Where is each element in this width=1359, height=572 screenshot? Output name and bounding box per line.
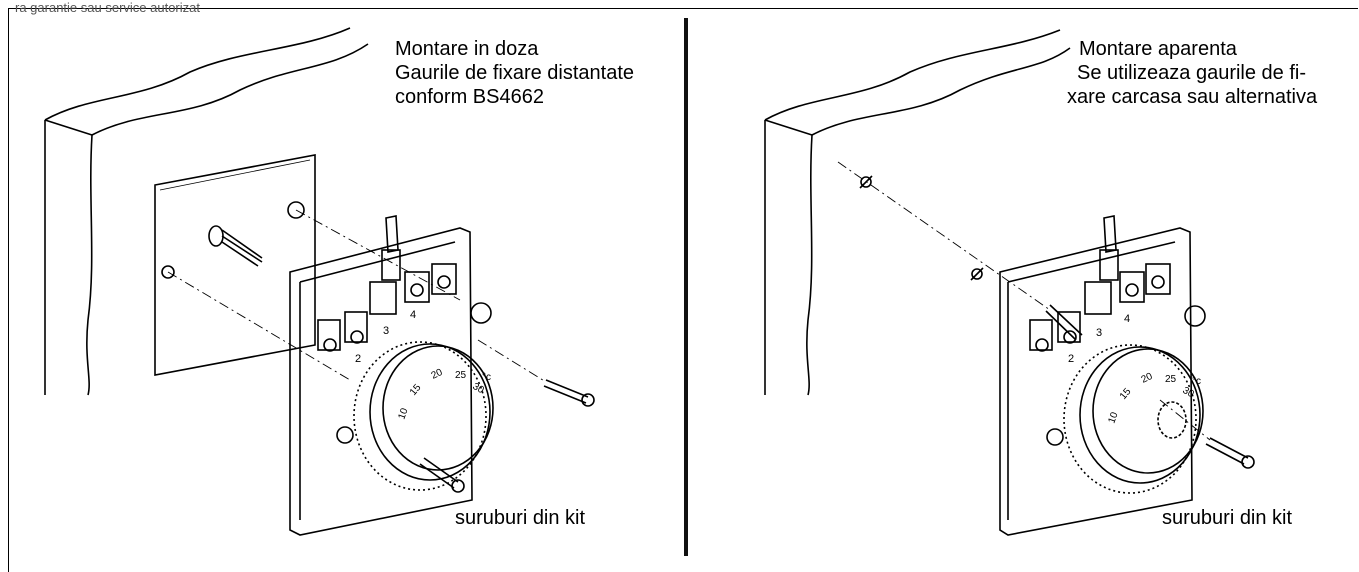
left-terminal-4: 4 <box>410 309 416 321</box>
left-dial-num-4: 25 <box>455 370 467 381</box>
left-dial-num-5: 30 <box>471 381 487 396</box>
left-guide-lines <box>167 209 547 383</box>
left-screws <box>161 201 595 493</box>
right-title-line-3: xare carcasa sau alternativa <box>1067 86 1318 108</box>
right-guide-lines <box>837 161 1211 441</box>
right-dial-num-1: 10 <box>1106 410 1120 425</box>
right-terminal-2: 2 <box>1068 353 1074 365</box>
right-dial <box>1063 344 1204 494</box>
left-wires <box>208 225 263 267</box>
left-dial-num-6: °c <box>482 372 491 383</box>
left-terminal-3: 3 <box>383 325 389 337</box>
right-dial-num-5: 30 <box>1181 385 1197 400</box>
left-terminal-numbers: 2 3 4 <box>355 309 416 365</box>
right-terminal-3: 3 <box>1096 327 1102 339</box>
right-title-line-1: Montare aparenta <box>1079 38 1237 60</box>
left-dial-num-2: 15 <box>408 382 424 398</box>
left-title-line-1: Montare in doza <box>395 38 539 60</box>
right-wall-holes <box>859 175 984 281</box>
right-caption: suruburi din kit <box>1162 507 1293 529</box>
right-dial-num-6: °c <box>1192 376 1201 387</box>
left-title-line-3: conform BS4662 <box>395 86 544 108</box>
left-dial-num-3: 20 <box>430 367 445 382</box>
right-terminal-4: 4 <box>1124 313 1130 325</box>
left-dial <box>353 341 494 491</box>
diagram-frame: ra garantie sau service autorizat <box>8 0 1358 572</box>
left-title-line-2: Gaurile de fixare distantate <box>395 62 635 84</box>
left-dial-numbers: 10 15 20 25 30 °c <box>396 367 491 421</box>
left-wall-illustration <box>44 27 369 396</box>
right-wall-illustration <box>764 29 1071 396</box>
right-terminal-numbers: 2 3 4 <box>1068 313 1130 365</box>
left-dial-num-1: 10 <box>396 406 410 421</box>
left-terminal-2: 2 <box>355 353 361 365</box>
panel-divider <box>684 18 688 556</box>
right-dial-num-2: 15 <box>1118 386 1134 402</box>
left-thermostat-base <box>289 215 492 536</box>
right-title-line-2: Se utilizeaza gaurile de fi- <box>1077 62 1307 84</box>
left-caption: suruburi din kit <box>455 507 586 529</box>
right-screws <box>1045 304 1255 469</box>
right-dial-num-3: 20 <box>1140 371 1155 386</box>
header-cut-text: ra garantie sau service autorizat <box>15 0 200 15</box>
right-dial-numbers: 10 15 20 25 30 °c <box>1106 371 1201 425</box>
right-dial-num-4: 25 <box>1165 374 1177 385</box>
right-thermostat-base <box>999 215 1206 536</box>
